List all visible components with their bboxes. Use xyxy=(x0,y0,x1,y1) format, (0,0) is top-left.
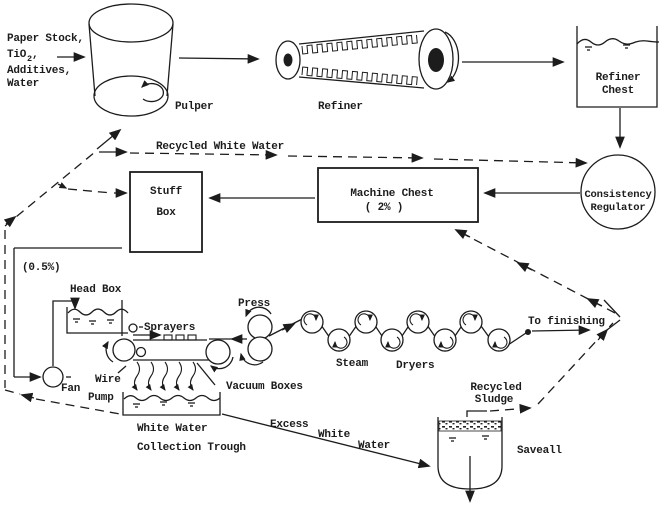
feed-tio-base: TiO xyxy=(7,49,27,61)
sludge-dashed-arrow xyxy=(489,403,532,414)
vacuum-boxes-label: Vacuum Boxes xyxy=(226,381,303,393)
excess-white-water-arrow xyxy=(221,413,431,469)
drain-squiggle xyxy=(131,361,141,391)
machine-chest-label-1: Machine Chest xyxy=(350,188,433,200)
consistency-low-label: (0.5%) xyxy=(22,262,60,274)
wire-pointer xyxy=(117,365,127,374)
vacuum-boxes-pointer xyxy=(196,362,216,386)
refiner-unit xyxy=(275,28,460,90)
refiner-comb-lower xyxy=(301,66,418,86)
reel-dot xyxy=(525,329,531,335)
refiner-chest-label-2: Chest xyxy=(602,85,634,97)
feed-line-4: Water xyxy=(7,78,39,90)
breast-roll-rotation-arrow xyxy=(101,340,114,363)
feed-stock-labels: Paper Stock, TiO 2 , Additives, Water xyxy=(7,33,84,90)
feed-tio-subscript: 2 xyxy=(27,54,32,64)
refiner-rotation-arrow xyxy=(444,31,460,83)
refiner-comb-upper xyxy=(301,34,418,55)
press-roll-bottom xyxy=(247,336,273,362)
head-box-label: Head Box xyxy=(70,284,122,296)
trough-label-1: White Water xyxy=(137,423,207,435)
fan-pump-label-1: Fan xyxy=(61,383,80,395)
drain-squiggle xyxy=(159,361,169,391)
saveall-label: Saveall xyxy=(517,445,562,457)
pulper-to-refiner-arrow xyxy=(178,53,260,64)
return-to-pulper-arrow xyxy=(96,128,122,150)
stuff-box xyxy=(129,171,203,253)
to-finishing-arrow xyxy=(531,325,591,336)
dandy-roll xyxy=(135,346,147,358)
dryer-web-zigzag xyxy=(308,310,527,353)
recycled-sludge-return-line xyxy=(454,229,621,405)
head-box xyxy=(66,300,129,336)
couch-roll xyxy=(205,339,231,365)
couch-roll-rotation-arrow xyxy=(209,356,234,373)
pump-to-headbox-pipe xyxy=(52,297,80,366)
feed-line-3: Additives, xyxy=(7,65,71,77)
consistency-regulator xyxy=(580,154,656,230)
pulper-vessel xyxy=(88,3,174,117)
machine-chest-label-2: ( 2% ) xyxy=(365,202,403,214)
saveall-tank xyxy=(437,403,532,503)
fan-pump xyxy=(42,366,64,388)
breast-roll xyxy=(112,338,136,362)
refiner-label: Refiner xyxy=(318,101,363,113)
web-to-dryers-arrow xyxy=(281,323,296,333)
press-roll-top xyxy=(247,314,273,340)
trough-label-2: Collection Trough xyxy=(137,442,246,454)
recycled-sludge-label-1: Recycled xyxy=(470,382,521,394)
collection-trough xyxy=(122,392,221,416)
fan-pump-piping xyxy=(13,247,122,382)
pulper-rotation-arrow xyxy=(141,80,165,103)
feed-tio-comma: , xyxy=(32,49,38,61)
stuff-box-label-1: Stuff xyxy=(150,186,183,198)
refiner-chest-label-1: Refiner xyxy=(596,72,641,84)
flow-junction-chevron xyxy=(602,299,621,334)
excess-label-2: White xyxy=(318,429,351,441)
dryer-section xyxy=(268,310,527,353)
consistency-regulator-label-1: Consistency xyxy=(584,189,652,201)
fan-pump-label-2: Pump xyxy=(88,392,114,404)
press-section xyxy=(239,306,273,366)
recycled-sludge-label-2: Sludge xyxy=(475,394,514,406)
recycled-white-water-label: Recycled White Water xyxy=(156,141,284,153)
machine-chest xyxy=(317,167,479,223)
dryers-label: Dryers xyxy=(396,360,434,372)
excess-label-3: Water xyxy=(358,440,390,452)
pulper-label: Pulper xyxy=(175,101,213,113)
sludge-layer xyxy=(438,420,502,432)
stuff-box-label-2: Box xyxy=(156,207,176,219)
press-top-rotation-arrow xyxy=(245,306,272,318)
drain-squiggle xyxy=(173,361,183,391)
press-bottom-rotation-arrow xyxy=(239,352,264,366)
sprayer-nozzle xyxy=(128,323,138,333)
wire-label: Wire xyxy=(95,374,121,386)
drain-squiggle xyxy=(145,361,155,391)
refiner-chest-tank xyxy=(576,26,660,108)
drain-squiggle xyxy=(187,361,197,391)
sprayers-label: Sprayers xyxy=(144,322,195,334)
excess-label-1: Excess xyxy=(270,419,308,431)
consistency-regulator-label-2: Regulator xyxy=(591,202,646,214)
sludge-pipe xyxy=(466,410,487,417)
feed-line-1: Paper Stock, xyxy=(7,33,84,45)
recycled-white-water-line xyxy=(129,149,588,168)
fourdrinier-wire xyxy=(101,323,247,391)
white-water-return-line xyxy=(3,128,128,415)
to-finishing-label: To finishing xyxy=(528,316,605,328)
steam-label: Steam xyxy=(336,358,369,370)
